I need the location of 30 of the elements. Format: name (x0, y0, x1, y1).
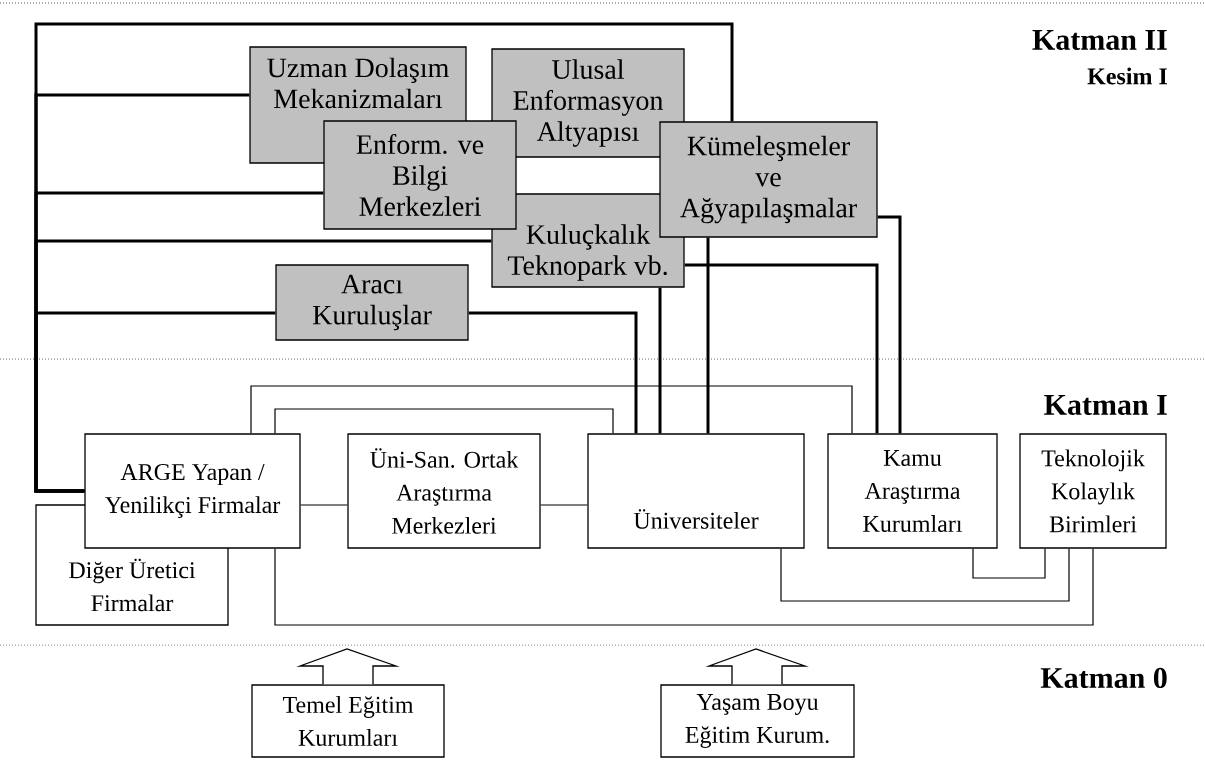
shaded-box: Enform. ve Bilgi Merkezleri (323, 120, 517, 230)
connector-line (300, 504, 348, 506)
connector-line (877, 215, 902, 434)
layer-label: Katman 0 (1040, 667, 1167, 689)
connector-line (34, 311, 276, 493)
connector-line (250, 385, 853, 434)
process-box: Üni-San. Ortak Araştırma Merkezleri (347, 433, 541, 549)
process-box: Temel Eğitim Kurumları (251, 684, 445, 758)
connector-line (658, 287, 662, 434)
connector-line (684, 263, 879, 434)
block-arrow (296, 648, 400, 685)
shaded-box: Aracı Kuruluşlar (275, 264, 469, 341)
process-box: Teknolojik Kolaylık Birimleri (1019, 433, 1167, 549)
shaded-box: Ulusal Enformasyon Altyapısı (491, 48, 685, 158)
shaded-box: Kümeleşmeler ve Ağyapılaşmalar (659, 121, 878, 238)
process-box: Yaşam Boyu Eğitim Kurum. (660, 684, 855, 758)
connector-line (972, 548, 1046, 579)
layer-label: Katman II (1032, 30, 1167, 50)
connector-line (780, 548, 1070, 602)
process-box: Üniversiteler (587, 433, 805, 549)
process-box: ARGE Yapan / Yenilikçi Firmalar (84, 433, 301, 549)
block-arrow (705, 648, 809, 685)
connector-line (274, 408, 614, 434)
connector-line (468, 311, 638, 434)
connector-line (706, 237, 710, 434)
connector-line (540, 504, 588, 506)
process-box: Kamu Araştırma Kurumları (827, 433, 998, 549)
connector-line (274, 548, 1094, 626)
layer-label: Katman I (1044, 395, 1167, 415)
layer-label: Kesim I (1087, 67, 1167, 85)
